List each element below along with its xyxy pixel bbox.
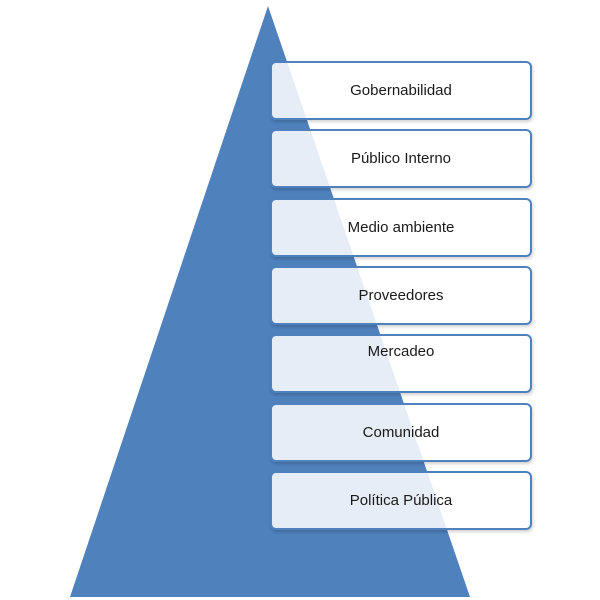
level-label-medio-ambiente: Medio ambiente bbox=[347, 219, 455, 236]
level-box-publico-interno: Público Interno bbox=[270, 129, 532, 188]
level-box-gobernabilidad: Gobernabilidad bbox=[270, 61, 532, 120]
level-box-comunidad: Comunidad bbox=[270, 403, 532, 462]
level-box-medio-ambiente: Medio ambiente bbox=[270, 198, 532, 257]
level-label-mercadeo: Mercadeo bbox=[367, 343, 435, 360]
level-label-proveedores: Proveedores bbox=[358, 287, 444, 304]
level-label-gobernabilidad: Gobernabilidad bbox=[350, 82, 452, 99]
level-label-politica-publica: Política Pública bbox=[349, 492, 453, 509]
level-label-comunidad: Comunidad bbox=[362, 424, 440, 441]
level-box-proveedores: Proveedores bbox=[270, 266, 532, 325]
level-box-mercadeo: Mercadeo bbox=[270, 334, 532, 393]
level-box-politica-publica: Política Pública bbox=[270, 471, 532, 530]
level-label-publico-interno: Público Interno bbox=[350, 150, 452, 167]
